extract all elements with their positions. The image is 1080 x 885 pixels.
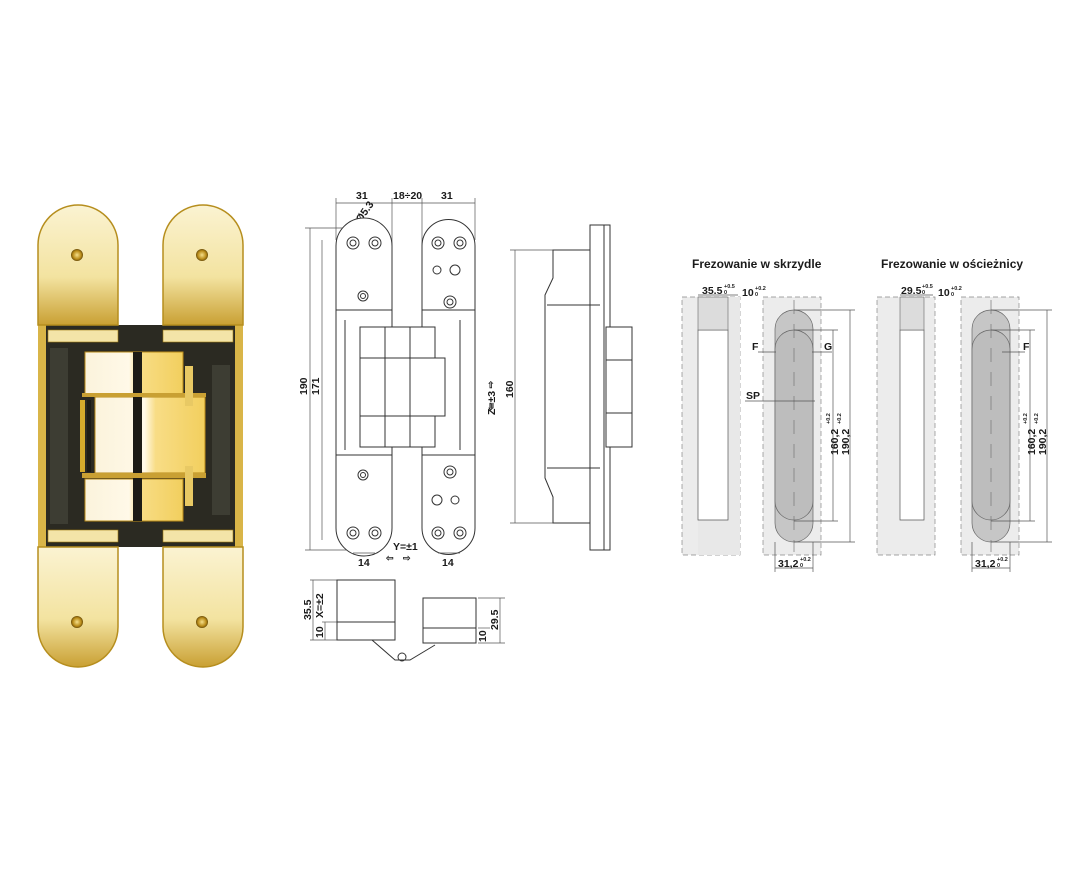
dim-160: 160 (504, 380, 516, 398)
hinge-knuckle (80, 351, 206, 522)
tol-top: +0.2 (800, 557, 811, 563)
arrow-down-icon: ⇩ (487, 402, 495, 412)
tol-top: +0.2 (826, 413, 832, 424)
tol-top: +0.5 (922, 284, 933, 290)
tol-bottom: 0 (951, 292, 954, 298)
dim-29-5: 29.5 (489, 609, 501, 630)
label-sp: SP (746, 390, 760, 402)
dim-offset: 10 (742, 287, 754, 299)
dim-width: 31,2 (975, 558, 996, 570)
milling-frame-title: Frezowanie w ościeżnicy (881, 257, 1023, 271)
top-view-drawing: 35.5 X=±2 10 29.5 10 (302, 579, 505, 662)
dim-outer: 190,2 (840, 429, 852, 455)
dim-depth: 35.5 (702, 285, 723, 297)
dim-inner: 160,2 (1026, 429, 1038, 455)
dim-inner: 160,2 (829, 429, 841, 455)
tol-top: +0.2 (755, 286, 766, 292)
tol-top: +0.2 (997, 557, 1008, 563)
tol-top: +0.5 (724, 284, 735, 290)
milling-door-drawing: Frezowanie w skrzydle 35.5 +0.5 0 10 +0.… (681, 257, 855, 572)
dim-offset: 10 (938, 287, 950, 299)
milling-frame-drawing: Frezowanie w ościeżnicy 29.5 +0.5 0 10 +… (876, 257, 1052, 572)
tol-top: +0.2 (837, 413, 843, 424)
arrow-left-icon: ⇦ (385, 553, 394, 563)
bottom-left-leaf (37, 546, 119, 668)
dim-outer: 190,2 (1037, 429, 1049, 455)
dim-35-5: 35.5 (302, 599, 314, 620)
label-g: G (824, 341, 832, 353)
label-f: F (752, 341, 759, 353)
tol-top: +0.2 (951, 286, 962, 292)
dim-width: 31,2 (778, 558, 799, 570)
tol-bottom: 0 (922, 290, 925, 296)
dim-z: Z=±3 (486, 391, 498, 415)
milling-door-title: Frezowanie w skrzydle (692, 257, 822, 271)
tol-top: +0.2 (1023, 413, 1029, 424)
hinge-photo (37, 204, 244, 668)
screw-icon (71, 616, 83, 628)
screw-icon (196, 616, 208, 628)
dim-14-right: 14 (442, 557, 454, 569)
dim-31-right: 31 (441, 190, 453, 202)
dim-31-left: 31 (356, 190, 368, 202)
dim-171: 171 (310, 377, 322, 395)
dim-10-right: 10 (477, 630, 489, 642)
dim-x: X=±2 (314, 593, 326, 618)
top-right-leaf (162, 204, 244, 326)
dim-gap: 18÷20 (393, 190, 422, 202)
screw-icon (196, 249, 208, 261)
front-view-drawing: 31 18÷20 31 Ø5.3 190 171 (298, 190, 498, 569)
tol-bottom: 0 (724, 290, 727, 296)
dim-10-left: 10 (314, 626, 326, 638)
arrow-right-icon: ⇨ (403, 553, 411, 563)
tol-top: +0.2 (1034, 413, 1040, 424)
bottom-right-leaf (162, 546, 244, 668)
tol-bottom: 0 (800, 563, 803, 569)
label-f: F (1023, 341, 1030, 353)
dim-14-left: 14 (358, 557, 370, 569)
arrow-up-icon: ⇧ (487, 380, 495, 390)
tol-bottom: 0 (755, 292, 758, 298)
dim-y: Y=±1 (393, 541, 418, 553)
tol-bottom: 0 (997, 563, 1000, 569)
screw-icon (71, 249, 83, 261)
dim-depth: 29.5 (901, 285, 922, 297)
side-view-drawing: 160 (504, 224, 633, 551)
top-left-leaf (37, 204, 119, 326)
dim-190: 190 (298, 377, 310, 395)
